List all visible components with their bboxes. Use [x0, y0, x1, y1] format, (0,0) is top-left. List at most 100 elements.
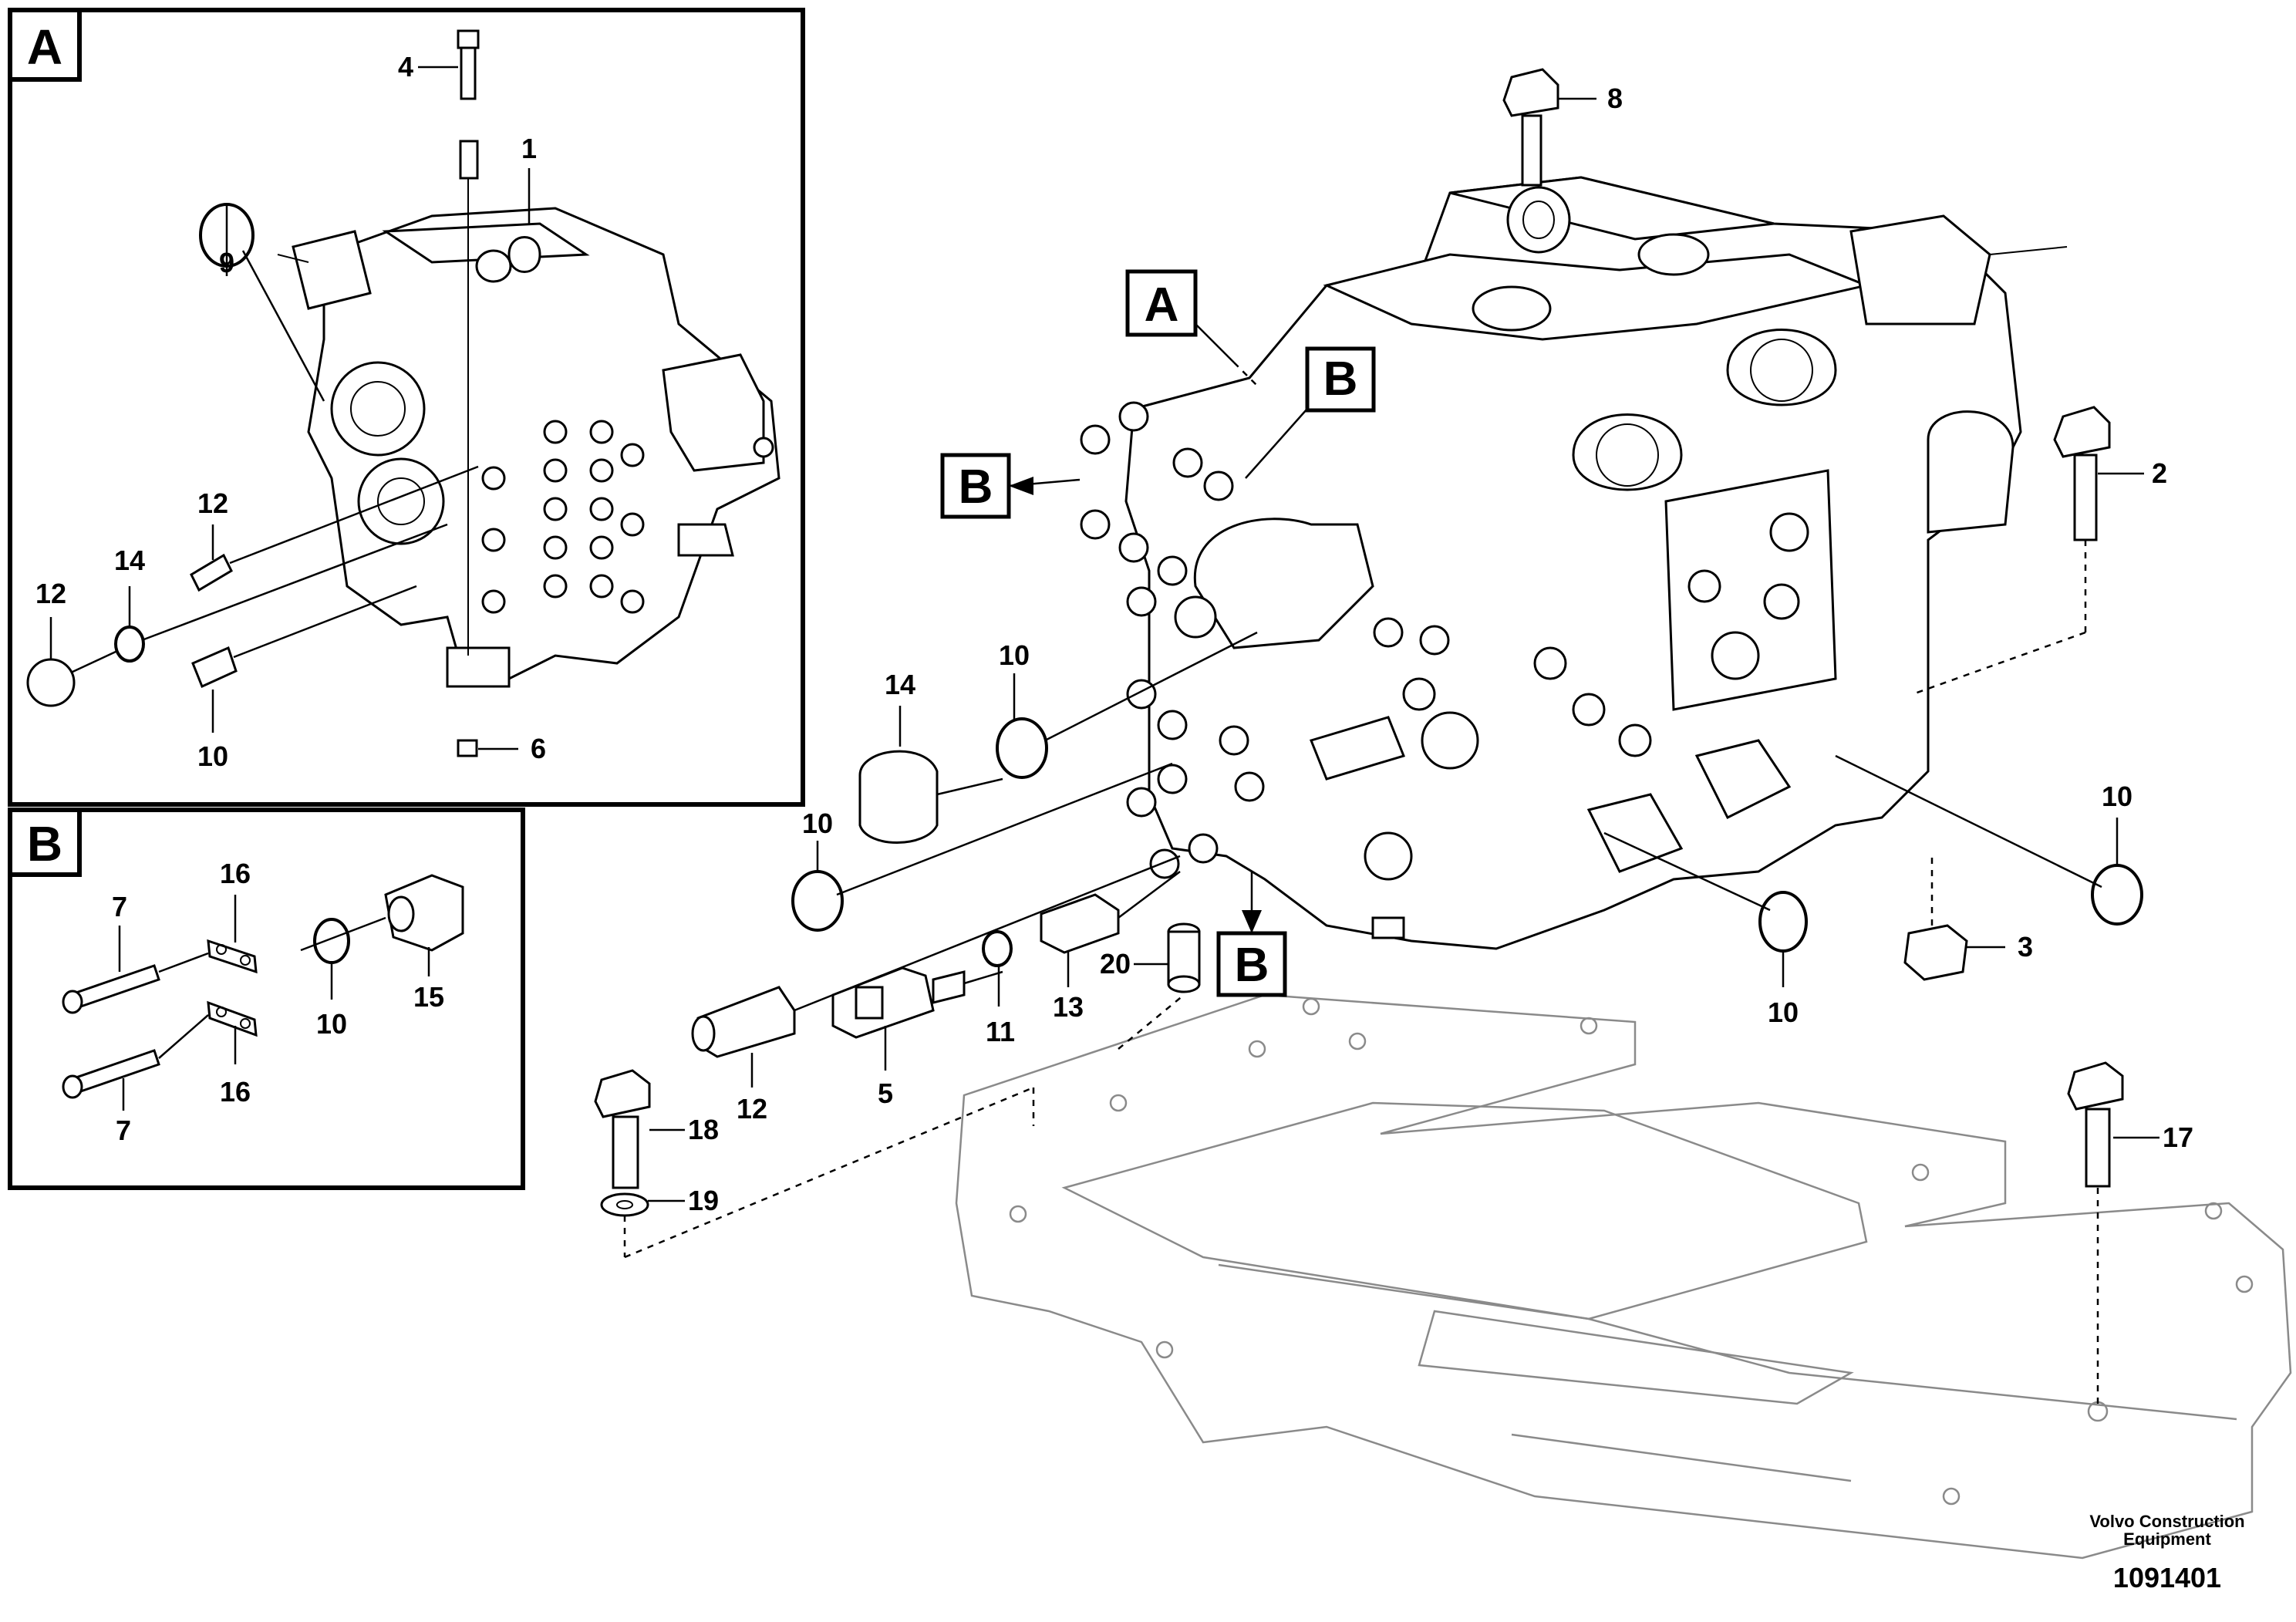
leader-a-14-link — [70, 650, 116, 674]
inset-a-oring-10 — [114, 626, 145, 663]
inset-a-port-grid — [481, 420, 645, 614]
sensor-5 — [831, 966, 966, 1039]
leader-10-b-link — [836, 762, 1173, 896]
oring-10-b — [791, 870, 844, 932]
inset-b-nut-15 — [384, 874, 464, 952]
washer-19 — [600, 1192, 649, 1217]
callout-14: 14 — [885, 669, 915, 700]
footer: Volvo Construction Equipment 1091401 — [2089, 1512, 2244, 1593]
sensor-12 — [691, 986, 796, 1058]
adapter-13 — [1040, 893, 1120, 954]
leader-a-10-link — [141, 523, 448, 642]
inset-a-letter: A — [27, 19, 62, 75]
callout-a-12-top: 12 — [197, 487, 228, 519]
callout-b-16-bottom: 16 — [220, 1076, 251, 1108]
inset-a-sensor-12-bottom — [191, 646, 238, 689]
oring-10-a — [996, 717, 1048, 779]
inset-a-valve-block — [277, 207, 781, 688]
main-valve-block — [1080, 176, 2068, 950]
callout-19: 19 — [688, 1185, 719, 1216]
callout-2: 2 — [2152, 457, 2167, 489]
footer-credit-line1: Volvo Construction — [2089, 1512, 2244, 1531]
leader-10-c-link — [1603, 831, 1771, 912]
inset-a-frame — [8, 8, 805, 807]
inset-b-frame — [8, 808, 525, 1190]
callout-13: 13 — [1053, 991, 1084, 1023]
inset-b-letter: B — [27, 816, 62, 872]
callout-10-c: 10 — [1768, 996, 1799, 1028]
bolt-18 — [594, 1069, 651, 1189]
leader-a-12-top-link — [229, 465, 479, 565]
callout-a-4: 4 — [398, 51, 413, 83]
callout-a-12-bottom: 10 — [197, 740, 228, 772]
leader-b-7-16-link-bottom — [158, 1014, 209, 1059]
inset-b: B 7 7 16 16 10 15 — [8, 808, 525, 1190]
leader-b-10-link — [300, 916, 386, 952]
view-ref-b-upper-letter: B — [1323, 352, 1358, 406]
inset-a-sensor-12-top — [190, 553, 233, 592]
callout-b-15: 15 — [413, 981, 444, 1013]
nut-3 — [1903, 924, 1968, 981]
view-ref-b-lower: B — [1216, 872, 1287, 997]
callout-a-10: 14 — [114, 545, 145, 576]
view-ref-b-upper: B — [1245, 346, 1376, 479]
callout-8: 8 — [1607, 83, 1623, 114]
base-plate — [955, 993, 2292, 1560]
inset-a-bolt-4 — [457, 29, 480, 757]
inset-b-oring-10 — [313, 918, 350, 964]
view-ref-a: A — [1125, 269, 1258, 386]
callout-12: 12 — [737, 1093, 767, 1125]
bolt-8 — [1502, 68, 1559, 187]
bolt-17 — [2067, 1061, 2124, 1188]
inset-a: A — [8, 8, 805, 807]
callout-18: 18 — [688, 1114, 719, 1145]
sleeve-20 — [1167, 922, 1201, 993]
callout-b-16-top: 16 — [220, 858, 251, 889]
dash-2-diagonal — [1912, 631, 2086, 696]
callout-5: 5 — [878, 1077, 893, 1109]
inset-b-label-box — [8, 808, 82, 877]
callout-11: 11 — [986, 1016, 1015, 1047]
callout-a-9: 9 — [219, 247, 234, 278]
drawing-number: 1091401 — [2113, 1562, 2221, 1593]
leader-a-12-bottom-link — [233, 585, 417, 659]
inset-b-tab-16-bottom — [207, 1000, 258, 1037]
callout-20: 20 — [1100, 948, 1131, 980]
leader-10-a-link — [1044, 631, 1258, 742]
callout-10-a: 10 — [999, 639, 1030, 671]
callout-10-b: 10 — [802, 808, 833, 839]
dash-20 — [1118, 994, 1185, 1050]
dash-19-diagonal — [624, 1086, 1034, 1259]
callout-b-7-bottom: 7 — [116, 1114, 131, 1146]
callout-b-7-top: 7 — [112, 891, 127, 922]
callout-17: 17 — [2163, 1121, 2193, 1153]
callout-b-10: 10 — [316, 1008, 347, 1040]
callout-a-14: 12 — [35, 578, 66, 609]
main-eye-bolt — [1506, 186, 1571, 254]
view-ref-a-letter: A — [1145, 278, 1179, 332]
callout-a-6: 6 — [531, 733, 546, 764]
main-port-cluster — [1080, 401, 1652, 879]
oring-10-d — [2091, 864, 2143, 926]
leader-5-link — [963, 970, 1003, 985]
leader-10-d-link — [1835, 754, 2102, 889]
inset-a-label-box — [8, 8, 82, 82]
oring-11 — [982, 930, 1013, 967]
oring-10-c — [1758, 891, 1808, 953]
callout-3: 3 — [2018, 931, 2033, 963]
callout-a-1: 1 — [521, 133, 537, 164]
inset-a-cap-14 — [26, 658, 76, 707]
view-ref-b-lower-letter: B — [1235, 939, 1269, 992]
main-valve-assembly: A B B B 8 — [594, 68, 2292, 1560]
footer-credit-line2: Equipment — [2123, 1529, 2211, 1549]
view-ref-b-left-letter: B — [959, 460, 993, 514]
bolt-2 — [2053, 406, 2111, 541]
callout-10-d: 10 — [2102, 781, 2132, 812]
leader-14-link — [936, 777, 1003, 796]
view-ref-b-left: B — [940, 453, 1081, 519]
leader-b-7-16-link-top — [158, 952, 209, 973]
cap-14 — [858, 750, 939, 844]
leader-a-9 — [241, 250, 325, 402]
leader-13-link — [1118, 871, 1181, 919]
